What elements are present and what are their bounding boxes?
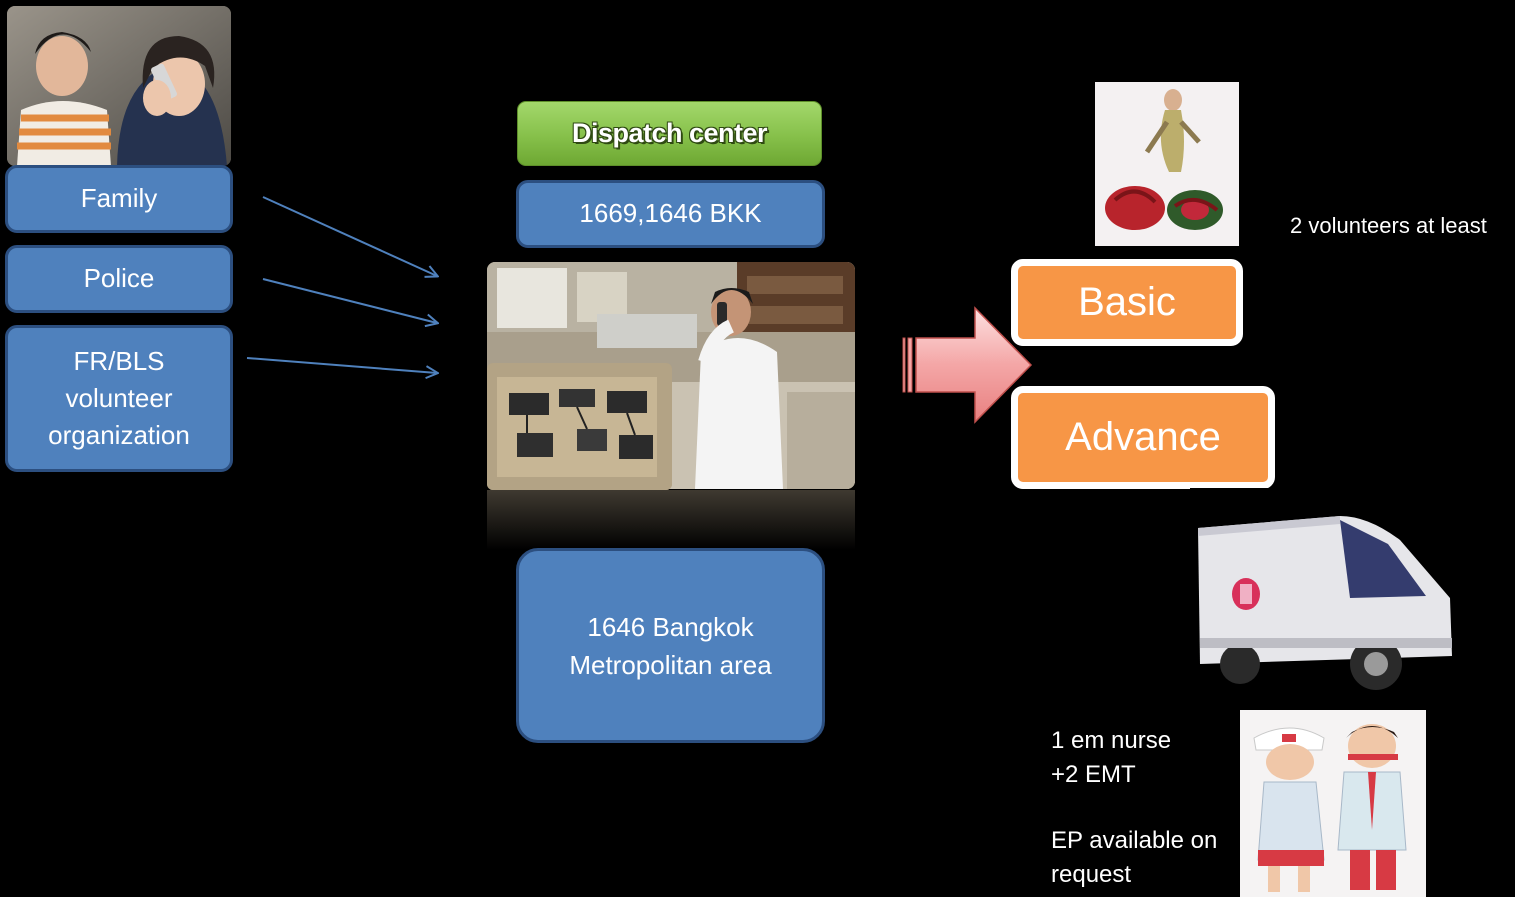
arrow-volunteer	[246, 357, 437, 373]
bangkok-metro-line-1: 1646 Bangkok	[587, 611, 754, 642]
ep-note-line-1: EP available on	[1051, 827, 1218, 854]
advance-box: Advance	[1011, 386, 1275, 489]
ep-note-line-2: request	[1051, 861, 1132, 888]
ambulance-photo	[1190, 488, 1466, 698]
police-label: Police	[83, 263, 155, 294]
volunteer-org-line-1: FR/BLS	[73, 346, 165, 376]
dispatch-center-header: Dispatch center	[517, 101, 822, 166]
dispatch-numbers-label: 1669,1646 BKK	[579, 198, 762, 229]
big-right-arrow	[902, 306, 1033, 424]
advance-label: Advance	[1065, 415, 1221, 459]
police-box: Police	[5, 245, 233, 313]
advance-note: 1 em nurse +2 EMT	[1051, 724, 1171, 792]
arrow-police	[262, 278, 437, 323]
arrow-family	[262, 196, 437, 276]
basic-label: Basic	[1078, 280, 1176, 324]
family-label: Family	[80, 183, 158, 214]
volunteer-org-box: FR/BLS volunteer organization	[5, 325, 233, 472]
bangkok-metro-line-2: Metropolitan area	[569, 649, 772, 680]
basic-volunteer-photo	[1095, 82, 1239, 246]
dispatch-center-title: Dispatch center	[571, 118, 768, 148]
basic-box: Basic	[1011, 259, 1243, 346]
callers-photo	[7, 6, 231, 166]
dispatch-numbers-box: 1669,1646 BKK	[516, 180, 825, 248]
dispatch-photo-reflection	[487, 490, 855, 550]
volunteer-org-line-3: organization	[48, 420, 190, 450]
bangkok-metro-box: 1646 Bangkok Metropolitan area	[516, 548, 825, 743]
advance-note-line-1: 1 em nurse	[1051, 727, 1172, 754]
ep-note: EP available on request	[1051, 824, 1217, 892]
basic-note: 2 volunteers at least	[1290, 213, 1487, 238]
radio-equipment-photo	[487, 363, 672, 490]
advance-note-line-2: +2 EMT	[1051, 761, 1136, 788]
volunteer-org-line-2: volunteer	[65, 383, 173, 413]
nurse-emt-photo	[1240, 710, 1426, 897]
family-box: Family	[5, 165, 233, 233]
